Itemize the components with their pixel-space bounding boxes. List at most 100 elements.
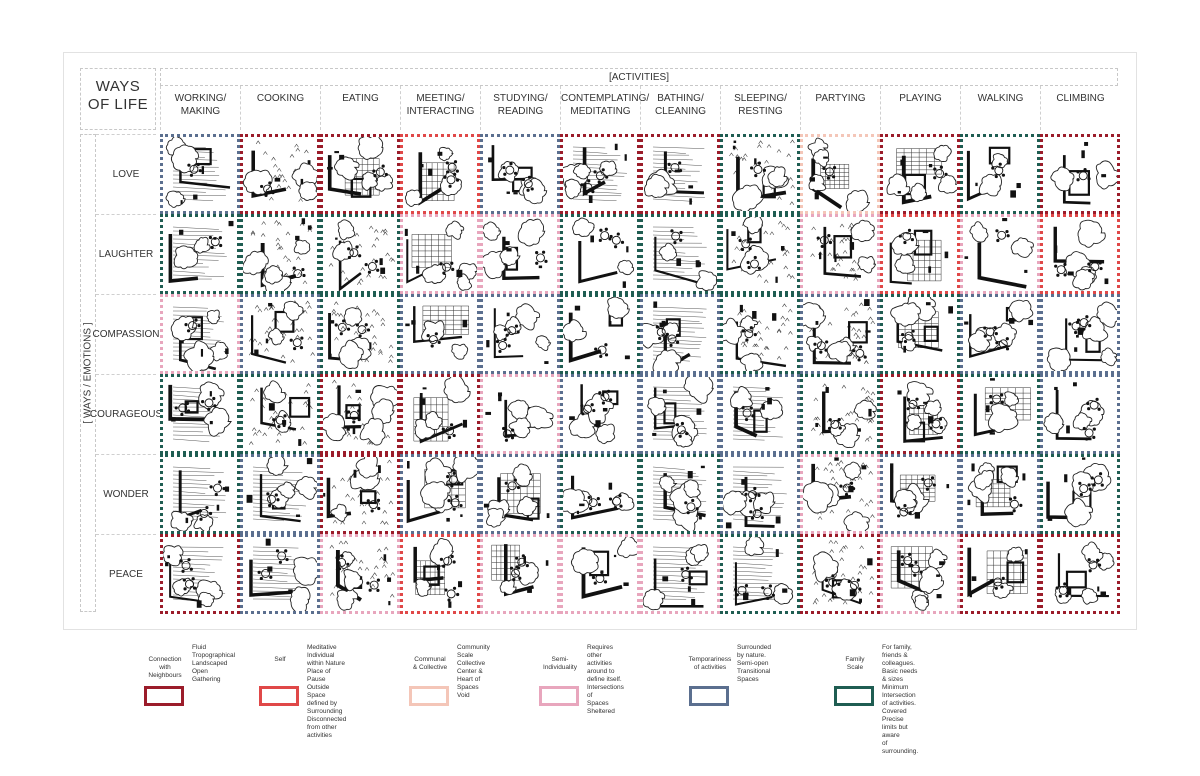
column-header: CONTEMPLATING/ MEDITATING xyxy=(560,86,649,130)
sketch-drawing xyxy=(405,305,470,360)
sketch-cell-temporary xyxy=(720,454,800,534)
sketch-drawing xyxy=(328,219,396,291)
sketch-cell-neighbours xyxy=(240,134,320,214)
sketch-drawing xyxy=(483,463,550,528)
sketch-drawing xyxy=(897,381,948,443)
sketch-cell-family xyxy=(960,134,1040,214)
sketch-drawing xyxy=(404,146,462,207)
legend-label: Self xyxy=(274,656,286,663)
sketch-cell-self xyxy=(400,134,480,214)
sketch-drawing xyxy=(243,140,317,202)
sketch-drawing xyxy=(647,377,714,448)
sketch-drawing xyxy=(810,219,877,281)
sketch-drawing xyxy=(491,544,549,597)
column-header: CLIMBING xyxy=(1040,86,1120,130)
sketch-cell-family xyxy=(240,214,320,294)
sketch-cell-semi xyxy=(480,214,560,294)
legend-description: Community Scale Collective Center & Hear… xyxy=(457,644,490,699)
sketch-cell-temporary xyxy=(160,134,240,214)
sketch-drawing xyxy=(1046,457,1112,528)
sketch-drawing xyxy=(563,475,635,520)
column-header: PLAYING xyxy=(880,86,960,130)
sketch-cell-temporary xyxy=(720,374,800,454)
sketch-drawing xyxy=(243,218,313,291)
sketch-cell-temporary xyxy=(400,454,480,534)
legend-label: Semi- Individuality xyxy=(543,656,577,671)
sketch-drawing xyxy=(163,545,226,608)
sketch-cell-temporary xyxy=(240,454,320,534)
sketch-cell-neighbours xyxy=(560,134,640,214)
sketch-drawing xyxy=(973,378,1031,437)
sketch-drawing xyxy=(644,146,705,205)
sketch-cell-family xyxy=(800,374,880,454)
sketch-drawing xyxy=(1046,301,1117,371)
sketch-cell-semi xyxy=(960,214,1040,294)
sketch-cell-family xyxy=(720,294,800,374)
sketch-cell-family xyxy=(880,294,960,374)
column-header: BATHING/ CLEANING xyxy=(640,86,720,130)
legend-label: Temporariness of activities xyxy=(688,656,732,671)
sketch-cell-neighbours xyxy=(320,454,400,534)
sketch-cell-temporary xyxy=(960,454,1040,534)
sketch-drawing xyxy=(964,299,1034,358)
sketch-drawing xyxy=(248,380,313,446)
sketch-cell-semi xyxy=(480,534,560,614)
sketch-drawing xyxy=(811,383,877,448)
sketch-cell-family xyxy=(640,454,720,534)
sketch-cell-family xyxy=(560,214,640,294)
sketch-drawing xyxy=(329,540,396,611)
sketch-drawing xyxy=(812,539,875,605)
activities-title: [ACTIVITIES] xyxy=(160,68,1118,86)
sketch-cell-temporary xyxy=(560,374,640,454)
sketch-drawing xyxy=(568,384,619,445)
sketch-cell-family xyxy=(160,374,240,454)
sketch-cell-semi xyxy=(800,454,880,534)
sketch-cell-temporary xyxy=(800,294,880,374)
sketch-cell-family xyxy=(160,454,240,534)
sketch-drawing xyxy=(803,299,876,365)
sketch-cell-temporary xyxy=(480,294,560,374)
sketch-drawing xyxy=(730,386,784,441)
sketch-cell-neighbours xyxy=(1040,534,1120,614)
sketch-cell-neighbours xyxy=(800,534,880,614)
legend-swatch xyxy=(144,686,184,706)
sketch-cell-self xyxy=(1040,214,1120,294)
sketch-drawing xyxy=(570,537,637,599)
sketch-drawing xyxy=(723,466,787,529)
sketch-drawing xyxy=(807,137,871,211)
sketch-cell-semi xyxy=(560,534,640,614)
sketch-cell-temporary xyxy=(640,374,720,454)
legend-description: Fluid Tropographical Landscaped Open Gat… xyxy=(192,644,236,683)
sketch-cell-neighbours xyxy=(880,134,960,214)
sketch-drawing xyxy=(413,377,471,444)
sketch-cell-temporary xyxy=(400,294,480,374)
sketch-drawing xyxy=(168,381,232,443)
sketch-cell-temporary xyxy=(480,454,560,534)
sketch-drawing xyxy=(964,218,1034,289)
legend-description: Requires other activities around to defi… xyxy=(587,644,624,715)
sketch-cell-self xyxy=(400,534,480,614)
sketch-drawing xyxy=(249,538,317,611)
sketch-cell-semi xyxy=(800,214,880,294)
legend-description: For family, friends & colleagues. Basic … xyxy=(882,644,919,755)
row-header: WONDER xyxy=(96,454,156,534)
sketch-drawing xyxy=(323,379,397,446)
sketch-drawing xyxy=(488,145,548,205)
sketch-cell-family xyxy=(720,534,800,614)
row-header: LOVE xyxy=(96,134,156,214)
sketch-cell-temporary xyxy=(640,294,720,374)
sketch-drawing xyxy=(483,218,548,281)
sketch-drawing xyxy=(327,137,394,198)
legend-swatch xyxy=(834,686,874,706)
sketch-drawing xyxy=(572,217,635,288)
column-header: STUDYING/ READING xyxy=(480,86,560,130)
sketch-drawing xyxy=(170,466,230,531)
sketch-cell-temporary xyxy=(1040,374,1120,454)
sketch-cell-semi xyxy=(160,294,240,374)
sketch-cell-family xyxy=(160,214,240,294)
column-header: EATING xyxy=(320,86,400,130)
legend-description: Meditative Individual within Nature Plac… xyxy=(307,644,347,739)
sketch-cell-family xyxy=(560,454,640,534)
sketch-cell-temporary xyxy=(960,294,1040,374)
sketch-cell-neighbours xyxy=(400,374,480,454)
